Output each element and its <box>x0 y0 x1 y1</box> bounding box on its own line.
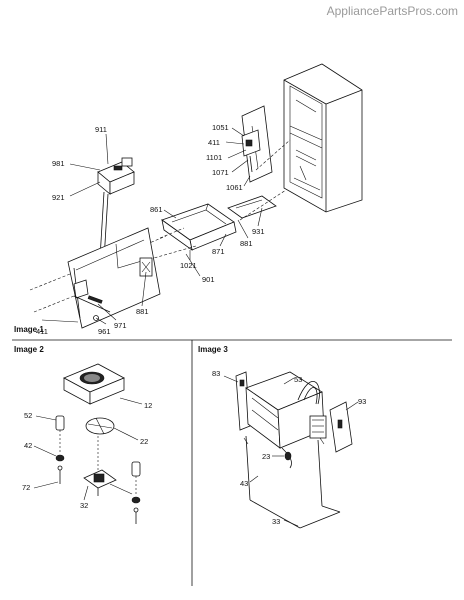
control-bracket <box>241 129 261 173</box>
fan-motor-32 <box>83 436 133 501</box>
label-83: 83 <box>212 369 220 378</box>
evaporator-cover <box>67 227 161 329</box>
refrigerator-cabinet <box>283 63 363 213</box>
leader-lines-image2 <box>33 415 59 489</box>
label-411-bottom: 411 <box>36 327 48 336</box>
label-1021: 1021 <box>180 261 197 270</box>
mounting-hardware <box>55 415 141 524</box>
air-duct-assembly <box>161 203 237 251</box>
label-93: 93 <box>358 397 366 406</box>
label-33: 33 <box>272 517 280 526</box>
diffuser-931 <box>227 195 277 219</box>
label-861: 861 <box>150 205 163 214</box>
image1-drawing: 911 981 921 1051 411 1101 1071 1061 861 … <box>14 63 363 336</box>
label-881-lower: 881 <box>136 307 149 316</box>
label-1071: 1071 <box>212 168 229 177</box>
fan-blade-22 <box>85 417 139 441</box>
image2-drawing: Image 2 <box>14 345 152 524</box>
label-1061: 1061 <box>226 183 243 192</box>
label-881-upper: 881 <box>240 239 253 248</box>
leader-lines-image1 <box>41 127 263 325</box>
label-52: 52 <box>24 411 32 420</box>
image3-drawing: Image 3 <box>198 345 366 529</box>
left-bracket-83 <box>223 371 251 431</box>
label-981: 981 <box>52 159 65 168</box>
label-32: 32 <box>80 501 88 510</box>
panel-title-image2: Image 2 <box>14 345 44 354</box>
label-1051: 1051 <box>212 123 229 132</box>
panel-title-image3: Image 3 <box>198 345 228 354</box>
label-12: 12 <box>144 401 152 410</box>
label-931: 931 <box>252 227 265 236</box>
label-921: 921 <box>52 193 65 202</box>
label-43: 43 <box>240 479 248 488</box>
watermark: AppliancePartsPros.com <box>326 4 458 18</box>
label-901: 901 <box>202 275 215 284</box>
label-42: 42 <box>24 441 32 450</box>
label-23: 23 <box>262 452 270 461</box>
label-911: 911 <box>95 125 107 134</box>
right-bracket-93 <box>329 401 359 453</box>
panel-frames <box>12 339 452 586</box>
label-871: 871 <box>212 247 225 256</box>
label-1101: 1101 <box>206 153 222 162</box>
evaporator-53 <box>245 371 327 449</box>
defrost-heater-wiring <box>243 435 341 529</box>
label-72: 72 <box>22 483 30 492</box>
fan-shroud-12 <box>63 363 143 405</box>
label-971: 971 <box>114 321 127 330</box>
label-961: 961 <box>98 327 111 336</box>
label-411-top: 411 <box>208 138 220 147</box>
label-53: 53 <box>294 375 302 384</box>
label-22: 22 <box>140 437 148 446</box>
panel-title-image1: Image 1 <box>14 325 44 334</box>
